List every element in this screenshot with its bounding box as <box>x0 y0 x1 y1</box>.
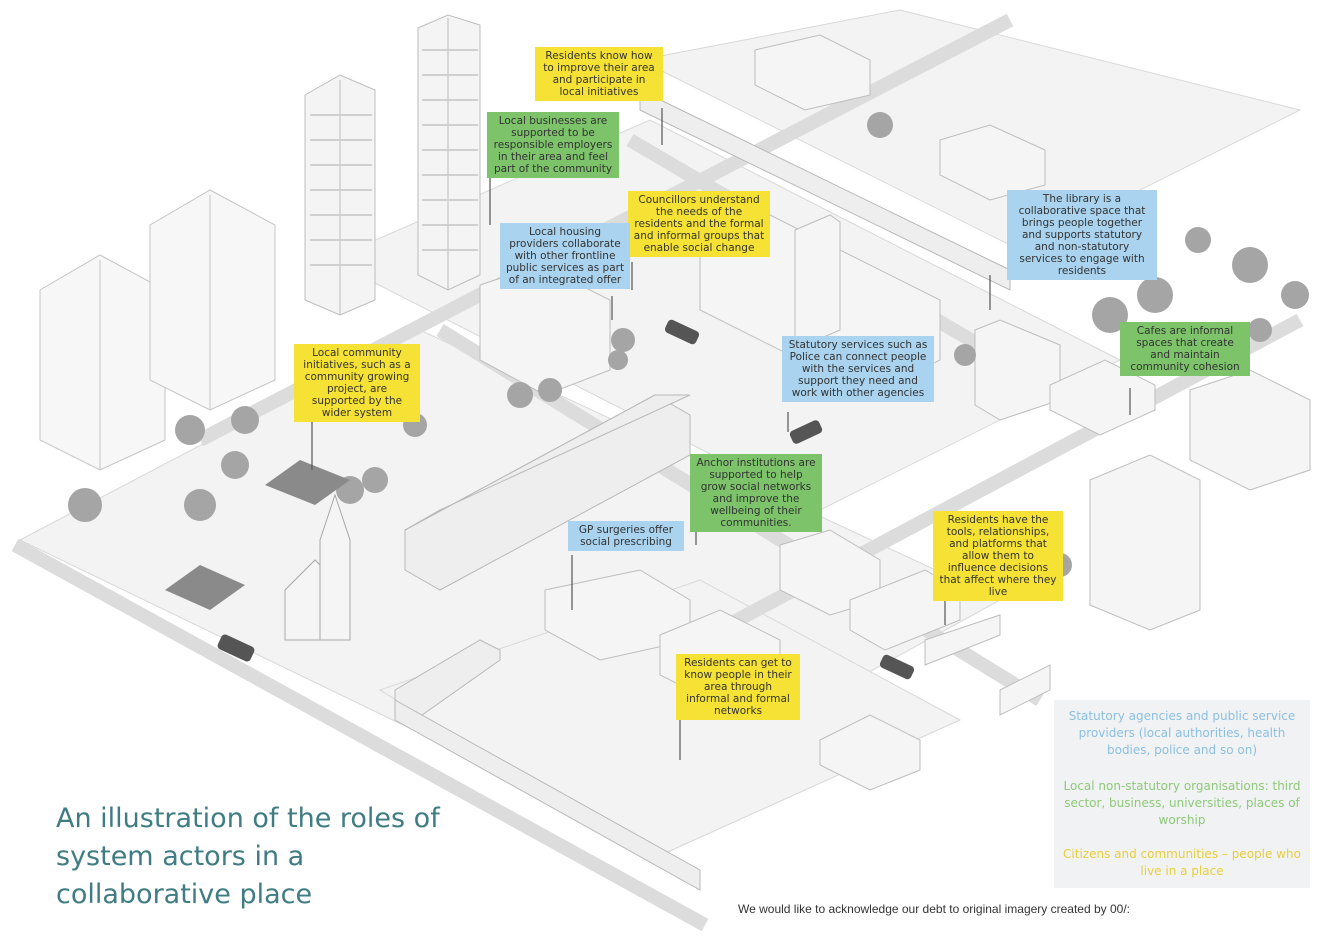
apartment-blocks <box>39 189 276 471</box>
callout-anchor-institutions: Anchor institutions are supported to hel… <box>690 454 822 532</box>
cars <box>217 319 915 680</box>
tower-left <box>304 14 481 316</box>
trees <box>68 112 1309 577</box>
callout-community-initiatives: Local community initiatives, such as a c… <box>294 344 420 422</box>
callout-statutory-services: Statutory services such as Police can co… <box>782 336 934 402</box>
leader-lines <box>311 108 1131 760</box>
callout-councillors: Councillors understand the needs of the … <box>628 191 770 257</box>
legend-statutory: Statutory agencies and public service pr… <box>1068 709 1296 757</box>
callout-residents-networks: Residents can get to know people in thei… <box>676 654 800 720</box>
callout-housing: Local housing providers collaborate with… <box>500 223 630 289</box>
acknowledgement-text: We would like to acknowledge our debt to… <box>738 902 1130 916</box>
tower-windows <box>310 49 478 266</box>
legend-citizens: Citizens and communities – people who li… <box>1063 847 1301 878</box>
solar-panels <box>165 460 350 610</box>
callout-cafes: Cafes are informal spaces that create an… <box>1120 322 1250 376</box>
callout-local-businesses: Local businesses are supported to be res… <box>487 112 619 178</box>
legend-non-statutory: Local non-statutory organisations: third… <box>1063 779 1301 827</box>
callout-residents-tools: Residents have the tools, relationships,… <box>933 511 1063 601</box>
callout-gp-surgeries: GP surgeries offer social prescribing <box>568 521 684 551</box>
diagram-title: An illustration of the roles of system a… <box>56 803 440 910</box>
terraces <box>394 89 1011 891</box>
church <box>284 493 351 641</box>
callout-library: The library is a collaborative space tha… <box>1007 190 1157 280</box>
legend: Statutory agencies and public service pr… <box>1054 700 1310 888</box>
callout-residents-know: Residents know how to improve their area… <box>535 47 663 101</box>
